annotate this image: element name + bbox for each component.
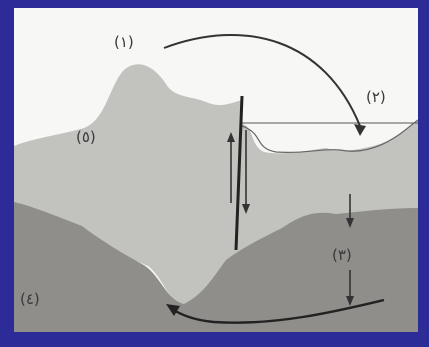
water-cycle-diagram	[14, 8, 418, 332]
evaporation-arrowhead	[354, 124, 366, 136]
label-2: (٢)	[366, 88, 386, 106]
label-1: (١)	[114, 33, 134, 51]
label-3: (٣)	[332, 246, 352, 264]
diagram-sheet: (١) (٢) (٣) (٤) (٥)	[14, 8, 418, 332]
label-4: (٤)	[20, 290, 40, 308]
label-5: (٥)	[76, 128, 96, 146]
